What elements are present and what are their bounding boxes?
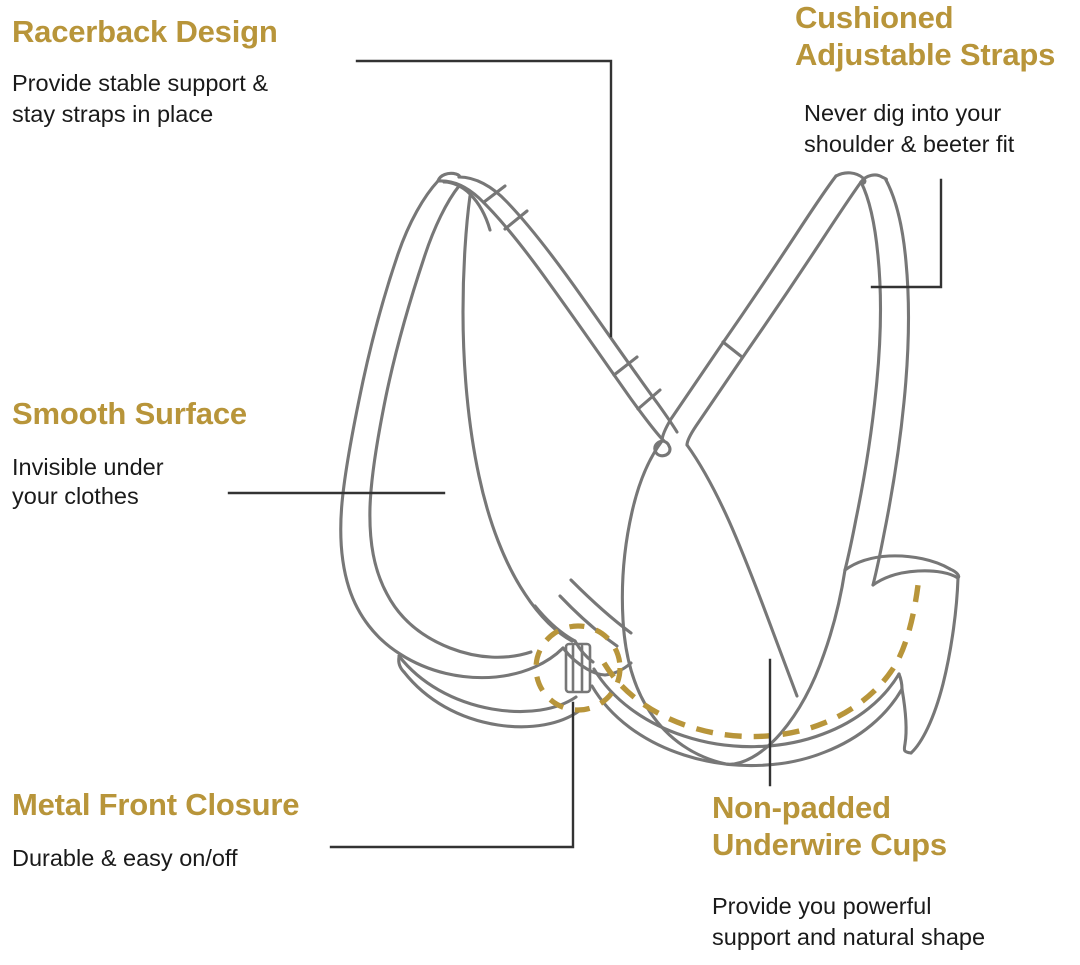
callout-metal-front-closure-title: Metal Front Closure bbox=[12, 787, 300, 822]
callout-non-padded-underwire-cups-title: Non-padded Underwire Cups bbox=[712, 790, 947, 862]
leader-metal-front-closure bbox=[329, 701, 575, 849]
right-wing-inner-edge bbox=[843, 180, 883, 572]
right-cup-right-edge bbox=[724, 568, 847, 766]
left-strap-front-edge bbox=[436, 179, 666, 443]
left-band-end-cap bbox=[397, 655, 406, 674]
left-cup-outer-edge bbox=[339, 179, 565, 680]
left-cup-lower-centre bbox=[533, 604, 577, 643]
left-underband-upper bbox=[397, 654, 578, 714]
racerback-crossing-loop bbox=[653, 439, 672, 458]
callout-cushioned-straps-title: Cushioned Adjustable Straps bbox=[795, 0, 1056, 72]
side-wing-top-edge bbox=[843, 554, 952, 572]
strap-rung-lower-1 bbox=[612, 355, 639, 377]
right-wing-outer-edge bbox=[871, 178, 911, 587]
strap-rung-upper-1 bbox=[482, 184, 507, 204]
left-strap-top-cap bbox=[436, 171, 461, 183]
strap-rung-right-1 bbox=[721, 340, 744, 359]
callout-metal-front-closure-description: Durable & easy on/off bbox=[12, 844, 238, 871]
right-cup-inner-seam bbox=[685, 443, 799, 698]
right-cup-left-edge bbox=[620, 439, 728, 766]
centre-gore-left bbox=[561, 646, 607, 677]
side-wing-top-edge-2 bbox=[871, 569, 960, 587]
right-underband-lower bbox=[590, 684, 904, 768]
centre-seam-diagonal-2 bbox=[558, 594, 619, 648]
callout-cushioned-straps: Cushioned Adjustable Straps Never dig in… bbox=[795, 0, 1080, 160]
leader-cushioned-straps bbox=[870, 178, 943, 289]
strap-rung-lower-2 bbox=[636, 388, 662, 411]
left-strap-back-edge bbox=[457, 175, 679, 434]
callout-racerback-title: Racerback Design bbox=[12, 14, 278, 49]
leader-lines bbox=[227, 59, 943, 849]
strap-rung-upper-2 bbox=[503, 209, 529, 231]
centre-seam-diagonal-1 bbox=[569, 578, 633, 635]
right-underband-upper bbox=[592, 667, 901, 749]
left-underband-lower bbox=[402, 670, 581, 729]
underwire-dashed-highlight bbox=[601, 576, 922, 740]
callout-smooth-surface-title: Smooth Surface bbox=[12, 396, 247, 431]
callout-non-padded-underwire-cups: Non-padded Underwire Cups Provide you po… bbox=[712, 790, 1080, 953]
right-wing-top-cap bbox=[859, 173, 888, 184]
callout-smooth-surface: Smooth Surface Invisible under your clot… bbox=[12, 396, 342, 512]
callout-metal-front-closure: Metal Front Closure Durable & easy on/of… bbox=[12, 787, 372, 874]
callout-non-padded-underwire-cups-description: Provide you powerful support and natural… bbox=[712, 892, 986, 950]
right-strap-back-edge bbox=[685, 180, 863, 447]
leader-racerback bbox=[355, 59, 613, 338]
callout-racerback: Racerback Design Provide stable support … bbox=[12, 14, 372, 130]
callout-cushioned-straps-description: Never dig into your shoulder & beeter fi… bbox=[804, 99, 1015, 157]
callout-smooth-surface-description: Invisible under your clothes bbox=[12, 453, 164, 510]
right-strap-front-edge bbox=[660, 174, 838, 443]
callout-racerback-description: Provide stable support & stay straps in … bbox=[12, 69, 269, 128]
side-band-outer bbox=[909, 576, 960, 755]
side-band-inner bbox=[900, 687, 913, 755]
left-cup-centre-panel bbox=[461, 194, 574, 643]
front-clasp-body bbox=[564, 642, 592, 694]
side-band-link bbox=[897, 672, 904, 691]
front-closure-dashed-circle bbox=[533, 623, 623, 713]
left-cup-inner-seam bbox=[368, 184, 533, 659]
